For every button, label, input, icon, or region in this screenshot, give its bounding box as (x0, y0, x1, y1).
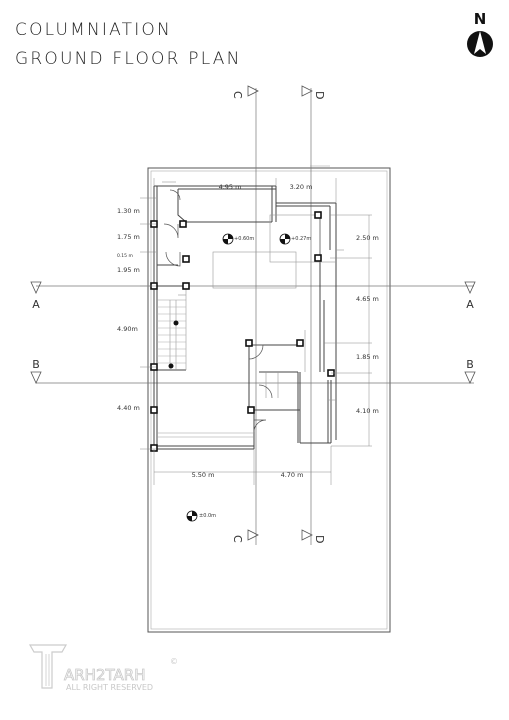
section-marker-b-left: B (30, 358, 42, 384)
section-label-a-left: A (32, 298, 40, 311)
tarh2tarh-logo: ARH2TARH © ALL RIGHT RESERVED (28, 644, 178, 692)
title-columniation: COLUMNIATION (15, 20, 172, 40)
north-label: N (474, 10, 487, 28)
door-swings (163, 189, 273, 433)
dim-left-3: 0.15 m (117, 253, 133, 259)
section-label-c-top: C (231, 91, 244, 99)
north-arrow-icon: N (467, 10, 493, 57)
section-marker-d-top: D (301, 85, 326, 99)
column (245, 339, 253, 347)
section-marker-c-top: C (231, 85, 259, 99)
logo-copyright: © (170, 657, 178, 666)
section-label-d-top: D (313, 91, 326, 99)
dim-bottom-left: 5.50 m (192, 471, 215, 479)
column (150, 406, 158, 414)
dim-right-2: 4.65 m (356, 295, 379, 303)
dim-right-1: 2.50 m (356, 234, 379, 242)
level-label-3: ±0.0m (199, 513, 216, 519)
column (182, 255, 190, 263)
stair-level-marker (168, 320, 179, 369)
logo-name: ARH2TARH (64, 666, 145, 684)
section-label-b-right: B (466, 358, 474, 371)
dim-top-right: 3.20 m (290, 183, 313, 191)
logo-tagline: ALL RIGHT RESERVED (66, 683, 153, 692)
column (314, 254, 322, 262)
dimension-labels: 4.95 m 3.20 m 1.30 m 1.75 m 0.15 m 1.95 … (117, 183, 379, 479)
section-label-b-left: B (32, 358, 40, 371)
level-marker-2: +0.27m (279, 233, 311, 245)
interior-lines (157, 165, 344, 438)
site-boundary (147, 167, 391, 633)
dim-top-left: 4.95 m (219, 183, 242, 191)
section-label-c-bottom: C (231, 535, 244, 543)
dim-left-6: 4.40 m (117, 404, 140, 412)
dim-bottom-right: 4.70 m (281, 471, 304, 479)
section-label-a-right: A (466, 298, 474, 311)
section-marker-b-right: B (464, 358, 476, 384)
level-label-2: +0.27m (291, 236, 311, 242)
columns (150, 211, 335, 452)
title-ground-floor-plan: GROUND FLOOR PLAN (15, 49, 242, 69)
dim-left-5: 4.90m (117, 325, 138, 333)
column (179, 220, 187, 228)
level-marker-1: +0.60m (222, 233, 254, 245)
dim-right-4: 4.10 m (356, 407, 379, 415)
section-marker-a-left: A (30, 281, 42, 311)
stair-treads (157, 306, 186, 364)
section-marker-a-right: A (464, 281, 476, 311)
column (314, 211, 322, 219)
section-marker-d-bottom: D (301, 529, 326, 543)
section-label-d-bottom: D (313, 535, 326, 543)
dim-left-2: 1.75 m (117, 233, 140, 241)
building-walls (153, 185, 337, 450)
section-lines (36, 88, 474, 545)
level-label-1: +0.60m (234, 236, 254, 242)
level-marker-3: ±0.0m (186, 510, 216, 522)
dimension-lines (140, 178, 372, 485)
section-marker-c-bottom: C (231, 529, 259, 543)
column (296, 339, 304, 347)
column (182, 282, 190, 290)
dim-right-3: 1.85 m (356, 353, 379, 361)
column (247, 406, 255, 414)
dim-left-4: 1.95 m (117, 266, 140, 274)
dim-left-1: 1.30 m (117, 207, 140, 215)
